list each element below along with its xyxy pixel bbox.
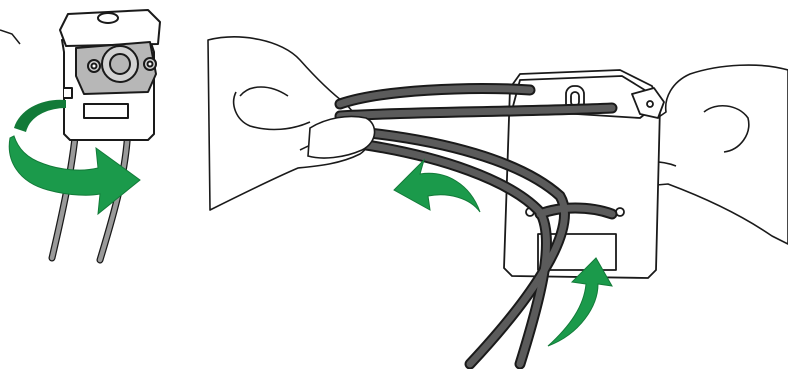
curved-rotate-arrow [8, 99, 141, 216]
curved-up-arrow [547, 257, 613, 347]
left-device [59, 9, 161, 141]
left-panel [0, 9, 161, 264]
left-thumb [307, 115, 376, 159]
right-panel [207, 36, 788, 369]
right-hand [609, 64, 788, 245]
right-cables [334, 83, 618, 369]
curved-left-arrow [393, 158, 481, 213]
leader-line [0, 29, 21, 45]
